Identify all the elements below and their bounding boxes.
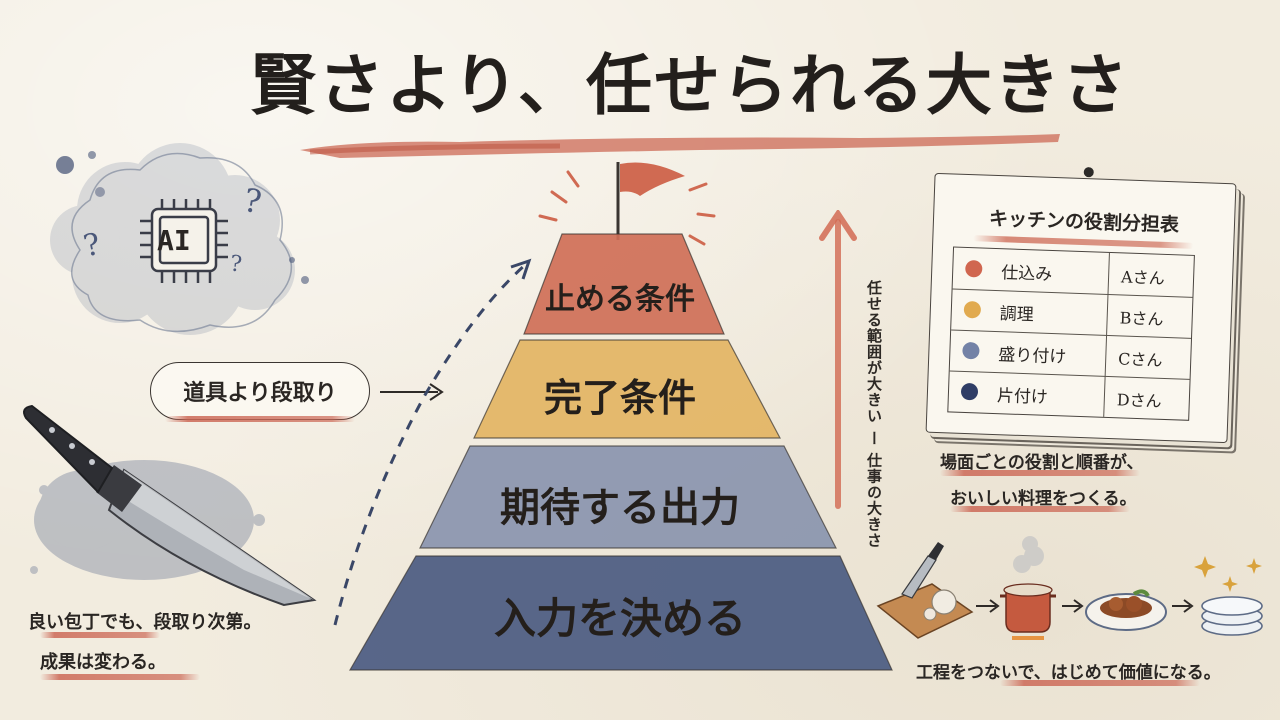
role-color-dot — [960, 382, 979, 401]
arrow-up-icon — [819, 210, 857, 509]
role-task: 盛り付け — [997, 345, 1067, 368]
process-caption-underline — [1000, 680, 1200, 686]
role-person: Bさん — [1119, 308, 1164, 329]
table-row: 片付け Dさん — [948, 370, 1189, 419]
tools-speech-bubble: 道具より段取り — [150, 362, 370, 420]
cooking-pot-icon — [1000, 536, 1056, 640]
role-color-dot — [965, 259, 983, 278]
role-task: 調理 — [999, 304, 1035, 326]
page-title: 賢さより、任せられる大きさ — [250, 46, 1131, 124]
pyramid-layer-define-input: 入力を決める — [493, 594, 746, 643]
pyramid-layer-stop-condition: 止める条件 — [545, 282, 695, 317]
cooking-process-illustration — [876, 536, 1263, 640]
process-caption: 工程をつないで、はじめて価値になる。 — [916, 663, 1221, 683]
chart-caption-line2: おいしい料理をつくる。 — [950, 489, 1137, 509]
kitchen-knife-icon — [23, 404, 317, 607]
knife-caption-line2: 成果は変わる。 — [40, 652, 166, 673]
dashed-arrow-icon — [333, 258, 532, 626]
knife-caption-line1: 良い包丁でも、段取り次第。 — [28, 612, 262, 633]
role-task: 片付け — [996, 386, 1049, 408]
chart-title: キッチンの役割分担表 — [988, 207, 1180, 237]
title-brush-stroke — [300, 134, 1060, 158]
chart-caption-underline — [950, 506, 1130, 512]
pyramid-layer-expected-output: 期待する出力 — [500, 484, 740, 531]
chart-caption-line1: 場面ごとの役割と順番が、 — [940, 453, 1144, 473]
pyramid-shape — [348, 162, 893, 671]
ai-chip-icon — [140, 199, 228, 283]
ai-chip-label: AI — [157, 224, 191, 257]
chart-caption-underline — [940, 470, 1140, 476]
knife-caption-underline — [40, 674, 200, 680]
plated-dish-icon — [1085, 589, 1167, 631]
chart-title-underline — [973, 235, 1194, 249]
vertical-scope-note: 任せる範囲が大きい ー 仕事の大きさ — [865, 280, 883, 549]
task-pyramid: 止める条件 完了条件 期待する出力 入力を決める — [340, 150, 900, 680]
role-task: 仕込み — [1000, 263, 1053, 285]
role-table: 仕込み Aさん 調理 Bさん 盛り付け Cさん 片付け Dさん — [947, 246, 1195, 421]
kitchen-role-chart: キッチンの役割分担表 仕込み Aさん 調理 Bさん 盛り付け Cさん 片付け D… — [925, 167, 1237, 444]
pyramid-layer-done-condition: 完了条件 — [543, 375, 696, 420]
tools-bubble-text: 道具より段取り — [183, 380, 337, 406]
role-color-dot — [962, 341, 980, 360]
bubble-underline — [165, 416, 355, 422]
role-person: Cさん — [1117, 349, 1163, 370]
cutting-board-icon — [876, 542, 974, 639]
clean-plates-icon — [1194, 556, 1263, 636]
role-color-dot — [963, 300, 982, 319]
knife-caption-underline — [40, 632, 160, 638]
role-person: Aさん — [1120, 267, 1165, 288]
role-person: Dさん — [1116, 390, 1162, 411]
